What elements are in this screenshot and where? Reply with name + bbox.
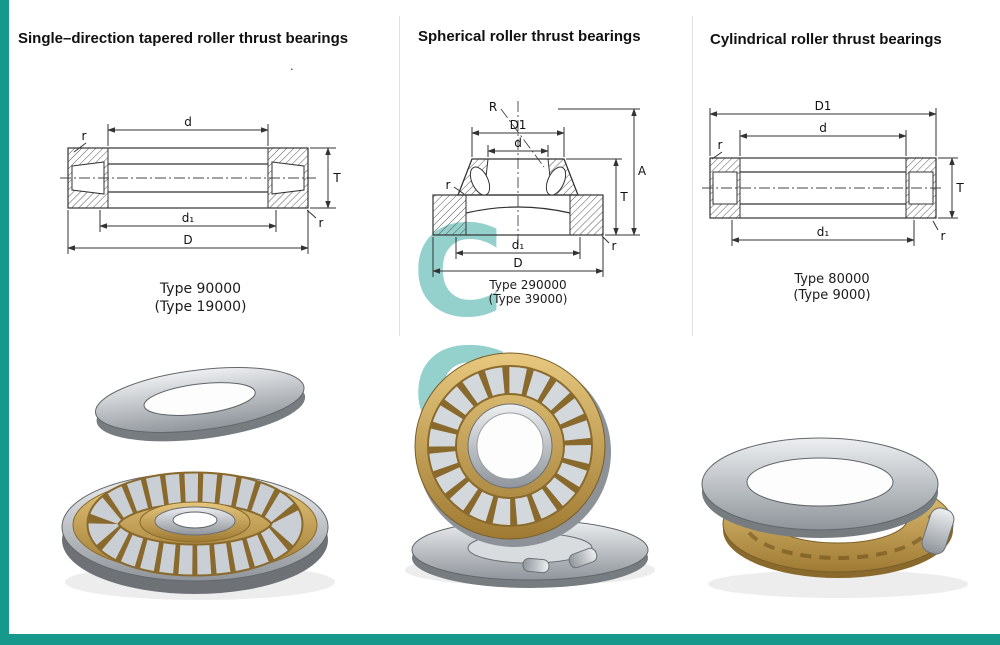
column-title-cylindrical: Cylindrical roller thrust bearings [710, 31, 942, 48]
dim-label-d1: d₁ [512, 238, 525, 252]
spherical-roller-right [545, 166, 567, 196]
diagram-tapered-section: d r T d₁ D r [60, 115, 342, 254]
bottom-accent-bar [0, 634, 1000, 645]
type-line-1: Type 290000 [489, 278, 567, 292]
photo-spherical-bearing [405, 352, 655, 588]
dimension-labels: R D1 d r A T d₁ D r [446, 100, 647, 270]
loose-roller [568, 547, 598, 569]
dim-label-r-bottom: r [612, 239, 617, 253]
dim-label-r-left: r [718, 138, 723, 152]
dim-label-d1: d₁ [817, 225, 830, 239]
bore [476, 412, 544, 480]
washer-bore [746, 457, 894, 507]
dim-label-R: R [489, 100, 497, 114]
dim-label-r-bottom: r [941, 229, 946, 243]
dim-label-D1: D1 [815, 100, 832, 113]
dim-label-r-top: r [82, 129, 87, 143]
type-line-2: (Type 9000) [793, 288, 871, 304]
roller-ring [88, 473, 302, 575]
column-separator-2 [692, 16, 693, 336]
assembled-tapered-bearing [61, 471, 329, 594]
photo-tapered-bearing [61, 367, 335, 600]
dim-label-d: d [184, 115, 192, 129]
dim-label-D: D [513, 256, 522, 270]
dimension-lines [709, 108, 958, 246]
column-title-tapered: Single–direction tapered roller thrust b… [18, 30, 349, 47]
type-caption-tapered: Type 90000 (Type 19000) [58, 281, 343, 316]
dimension-labels: D1 d r T d₁ r [718, 100, 965, 243]
dim-label-T: T [332, 171, 341, 185]
dimension-labels: d r T d₁ D r [82, 115, 342, 247]
spherical-roller-left [469, 166, 491, 196]
roller-ring [429, 367, 591, 525]
bore [172, 511, 218, 529]
type-line-1: Type 80000 [794, 272, 870, 287]
dimension-lines [67, 124, 336, 254]
dim-label-D1: D1 [510, 118, 527, 132]
washer-bore [143, 382, 256, 416]
tapered-shaft-washer [94, 367, 306, 442]
column-separator-1 [399, 16, 400, 336]
dim-label-D: D [183, 233, 192, 247]
upright-spherical-bearing [414, 352, 611, 547]
cylindrical-roller [921, 507, 955, 555]
stray-dot: . [290, 58, 294, 73]
dim-label-T: T [955, 181, 964, 195]
photo-cylindrical-bearing [701, 437, 968, 598]
diagram-cylindrical-section: D1 d r T d₁ r [702, 100, 965, 246]
loose-roller [522, 557, 550, 574]
type-line-1: Type 90000 [159, 281, 242, 297]
type-line-2: (Type 19000) [154, 298, 247, 315]
dim-label-r-left: r [446, 178, 451, 192]
diagram-spherical-section: R D1 d r A T d₁ D r [432, 100, 647, 277]
cylindrical-washer [701, 437, 939, 538]
shadow [708, 570, 968, 598]
dim-label-r-bottom: r [319, 216, 324, 230]
dim-label-T: T [619, 190, 628, 204]
left-accent-bar [0, 0, 9, 645]
type-line-2: (Type 39000) [488, 292, 568, 307]
spherical-body [432, 158, 604, 236]
dim-label-d: d [819, 121, 827, 135]
dim-label-d1: d₁ [182, 211, 195, 225]
type-caption-spherical: Type 290000 (Type 39000) [408, 278, 648, 307]
dim-label-A: A [638, 164, 647, 178]
type-caption-cylindrical: Type 80000 (Type 9000) [698, 272, 966, 305]
radius-line [500, 108, 545, 168]
dim-label-d: d [514, 136, 522, 150]
dimension-lines [432, 108, 640, 277]
column-title-spherical: Spherical roller thrust bearings [418, 28, 641, 45]
